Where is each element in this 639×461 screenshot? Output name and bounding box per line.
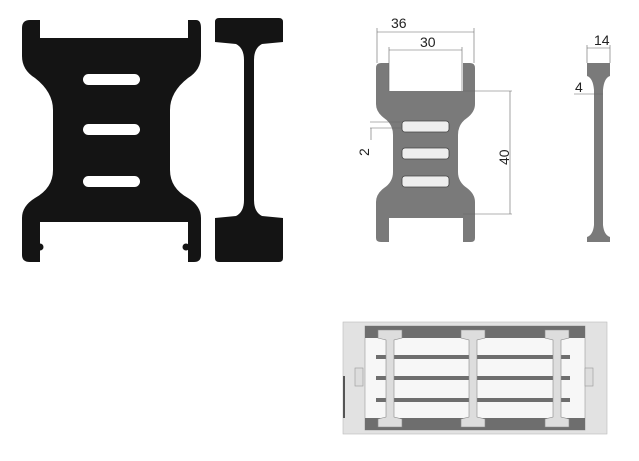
link-body <box>22 20 201 262</box>
i-beam-profile <box>587 63 610 242</box>
rendered-link-side-view <box>215 18 283 262</box>
pin <box>36 243 44 251</box>
slot-3 <box>401 175 450 188</box>
link-plate <box>377 329 403 428</box>
drawing-front-view: 36 30 2 40 <box>356 15 512 242</box>
dim-web-thickness: 4 <box>575 79 583 95</box>
dim-slot-height: 2 <box>356 148 372 156</box>
drawing-side-view: 14 4 <box>574 32 611 242</box>
dim-body-height: 40 <box>496 149 512 165</box>
slot-2 <box>83 124 140 135</box>
i-beam-profile <box>215 18 283 262</box>
rendered-link-front-view <box>22 20 201 262</box>
slot-1 <box>401 120 450 133</box>
pin <box>182 243 190 251</box>
slot-2 <box>401 147 450 160</box>
drawing-bottom-view <box>342 321 608 435</box>
dim-flange-width: 14 <box>594 32 610 48</box>
slot-3 <box>83 176 140 187</box>
link-plate <box>460 329 486 428</box>
dim-outer-width: 36 <box>391 15 407 31</box>
dim-inner-width: 30 <box>420 34 436 50</box>
slot-1 <box>83 74 140 85</box>
link-plate <box>544 329 570 428</box>
